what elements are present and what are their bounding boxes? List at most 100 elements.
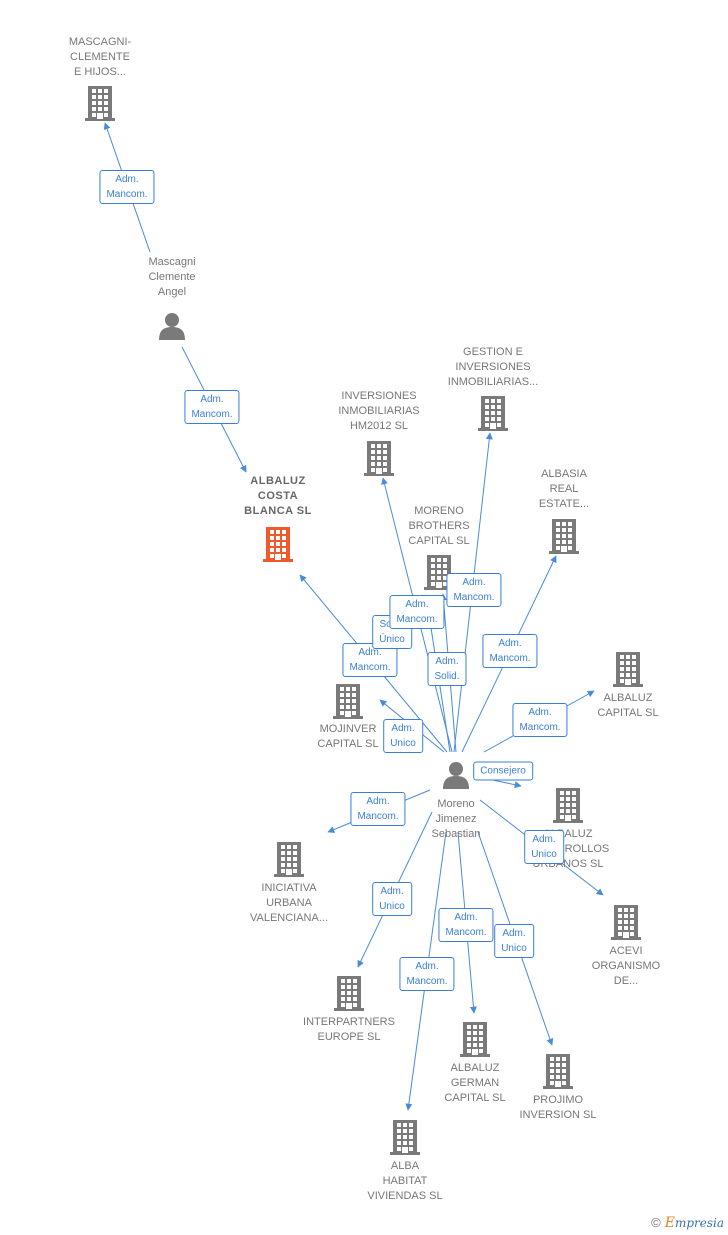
copyright-symbol: © [651, 1215, 661, 1230]
relationship-badge[interactable]: Adm. Mancom. [350, 792, 406, 826]
relationship-badge[interactable]: Consejero [473, 761, 533, 781]
person-icon[interactable] [441, 760, 471, 795]
focus-building-icon[interactable] [262, 526, 294, 567]
building-icon[interactable] [333, 975, 365, 1016]
relationship-badge-line: Adm. [405, 599, 429, 610]
node-label-line: INICIATIVA [261, 882, 317, 894]
node-label-line: COSTA [257, 490, 299, 502]
relationship-badge-line: Adm. [115, 174, 139, 185]
relationship-badge[interactable]: Adm.Unico [524, 830, 564, 864]
building-icon[interactable] [389, 1119, 421, 1160]
relationship-badge[interactable]: Adm.Unico [372, 882, 412, 916]
node-label-line: URBANOS SL [532, 858, 604, 870]
relationship-badge[interactable]: Adm.Mancom. [512, 703, 568, 737]
relationship-badge[interactable]: Adm.Mancom. [438, 908, 494, 942]
relationship-badge-line: Adm. [200, 394, 224, 405]
node-label-line: CAPITAL SL [444, 1092, 506, 1104]
relationship-badge[interactable]: Adm. Unico [494, 924, 534, 958]
relationship-badge[interactable]: Adm.Mancom. [399, 957, 455, 991]
node-label-line: ORGANISMO [591, 960, 661, 972]
relationship-badge-line: Solid. [434, 671, 460, 682]
building-icon[interactable] [459, 1021, 491, 1062]
building-icon[interactable] [363, 440, 395, 481]
relationship-badge-line: Unico [390, 738, 416, 749]
node-label-line: ALBALUZ [450, 1062, 500, 1074]
relationship-badge-line: Unico [501, 943, 527, 954]
brand-name: mpresia [674, 1216, 724, 1230]
relationship-badge[interactable]: Adm.Mancom. [99, 170, 155, 204]
node-label-line: CAPITAL SL [597, 707, 659, 719]
node-label-line: VALENCIANA... [249, 912, 329, 924]
relationship-badge-line: Adm. [366, 796, 390, 807]
relationship-badge-line: Mancom. [349, 662, 391, 673]
node-label-line: URBANA [266, 897, 312, 909]
brand-initial: E [664, 1215, 675, 1231]
building-icon[interactable] [548, 518, 580, 559]
relationship-badge[interactable]: Adm. Mancom. [184, 390, 240, 424]
building-icon[interactable] [477, 395, 509, 436]
node-label-line: ACEVI [609, 945, 643, 957]
relationship-badge-line: Adm. [502, 928, 526, 939]
node-label-line: Clemente [148, 271, 196, 283]
node-label-line: Jimenez [435, 813, 477, 825]
node-label-gestion-inv[interactable]: GESTION E INVERSIONES INMOBILIARIAS... [428, 345, 558, 390]
relationship-badge-line: Adm. [391, 723, 415, 734]
relationship-badge-line: Mancom. [519, 722, 561, 733]
relationship-badge-line: Adm. [358, 647, 382, 658]
node-label-line: REAL [549, 483, 579, 495]
node-label-line: Sebastian [431, 828, 481, 840]
relationship-badge[interactable]: Adm.Solid. [427, 652, 467, 686]
building-icon[interactable] [552, 787, 584, 828]
relationship-badge-line: Mancom. [406, 976, 448, 987]
relationship-badge-line: Adm. [462, 577, 486, 588]
relationship-badge-line: Mancom. [445, 927, 487, 938]
node-label-line: GERMAN [450, 1077, 500, 1089]
relationship-badge-line: Mancom. [453, 592, 495, 603]
building-icon[interactable] [332, 683, 364, 724]
node-label-line: VIVIENDAS SL [367, 1190, 443, 1202]
relationship-badge-line: Consejero [480, 765, 526, 777]
node-label-iniciativa[interactable]: INICIATIVA URBANA VALENCIANA... [224, 881, 354, 926]
building-icon[interactable] [610, 904, 642, 945]
relationship-badge[interactable]: Adm.Mancom. [482, 634, 538, 668]
person-icon[interactable] [157, 311, 187, 346]
relationship-badge[interactable]: Adm.Mancom. [389, 595, 445, 629]
building-icon[interactable] [84, 85, 116, 126]
node-label-line: EUROPE SL [317, 1031, 381, 1043]
node-label-albaluz-german[interactable]: ALBALUZ GERMAN CAPITAL SL [410, 1061, 540, 1106]
node-label-line: INVERSION SL [519, 1109, 597, 1121]
node-label-line: CAPITAL SL [408, 535, 470, 547]
building-icon[interactable] [542, 1053, 574, 1094]
relationship-badge-line: Mancom. [191, 409, 233, 420]
node-label-line: ALBA [390, 1160, 420, 1172]
building-icon[interactable] [273, 841, 305, 882]
relationship-badge[interactable]: Adm. Unico [383, 719, 423, 753]
node-label-line: INVERSIONES [455, 361, 531, 373]
relationship-badge-line: Único [379, 634, 405, 645]
node-label-line: HM2012 SL [349, 420, 409, 432]
relationship-badge[interactable]: Adm. Mancom. [446, 573, 502, 607]
relationship-badge-line: Mancom. [357, 811, 399, 822]
node-label-line: E HIJOS... [74, 66, 126, 78]
node-label-line: GESTION E [463, 346, 523, 358]
node-label-line: INMOBILIARIAS... [447, 376, 539, 388]
relationship-badge-line: Mancom. [489, 653, 531, 664]
node-label-line: MORENO [414, 505, 464, 517]
building-icon[interactable] [423, 554, 455, 595]
building-icon[interactable] [612, 651, 644, 692]
